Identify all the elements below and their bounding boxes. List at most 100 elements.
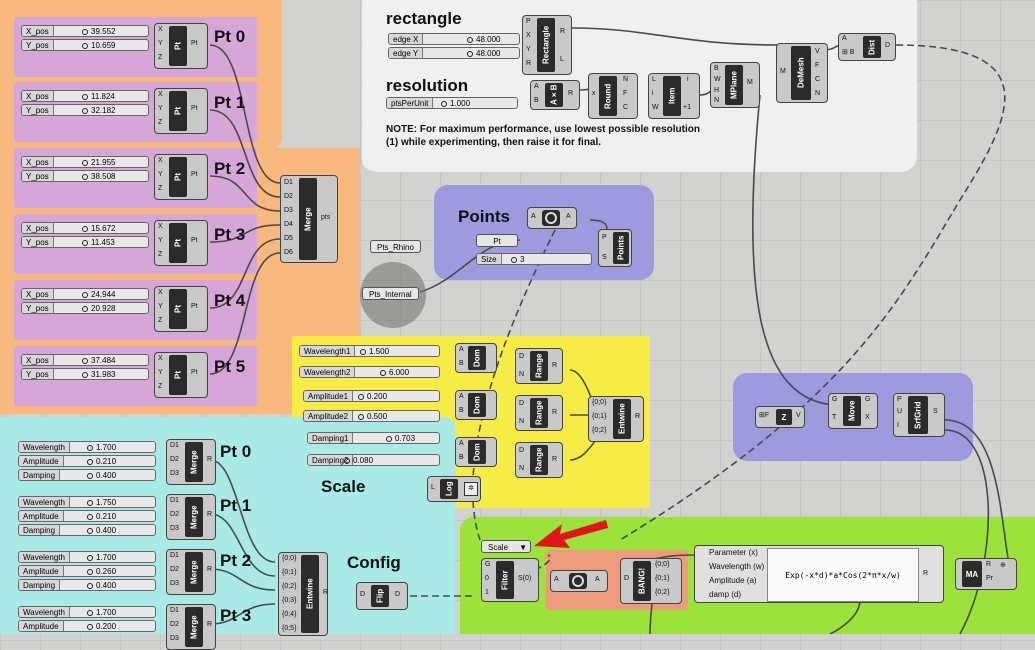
pin-i-out[interactable]: i: [687, 76, 689, 83]
pin-v[interactable]: V: [815, 48, 820, 55]
pin-b[interactable]: B: [459, 407, 464, 414]
pin-d3[interactable]: D3: [170, 635, 179, 642]
pin-v-out[interactable]: V: [796, 412, 801, 419]
pin-d1[interactable]: D1: [170, 442, 179, 449]
pin-r-out[interactable]: R: [323, 589, 329, 596]
relay-component-2[interactable]: A A: [550, 570, 608, 592]
pin-d1[interactable]: D1: [170, 497, 179, 504]
pin-x-out[interactable]: X: [865, 414, 870, 421]
pin-d[interactable]: D: [519, 400, 525, 407]
filter-component[interactable]: G 0 1 Filter S(0): [481, 558, 539, 602]
pin-y[interactable]: Y: [526, 46, 531, 53]
pin-00-out[interactable]: {0;0}: [655, 561, 670, 568]
pin-01[interactable]: {0;1}: [592, 413, 607, 420]
pin-b[interactable]: ⊞ B: [842, 49, 855, 56]
demesh-component[interactable]: M DeMesh V F C N: [776, 43, 828, 103]
pin-h[interactable]: H: [714, 87, 720, 94]
pin-b[interactable]: B: [459, 360, 464, 367]
pin-plus1-out[interactable]: +1: [683, 104, 691, 111]
pin-d[interactable]: D: [519, 447, 525, 454]
pin-05[interactable]: {0;5}: [282, 625, 297, 632]
pin-00[interactable]: {0;0}: [592, 399, 607, 406]
points-component[interactable]: P S Points: [598, 229, 632, 267]
pin-n[interactable]: N: [519, 418, 525, 425]
dom-component-1[interactable]: A B Dom: [455, 343, 497, 373]
pin-z[interactable]: Z: [158, 54, 163, 61]
pin-r-out[interactable]: R: [207, 456, 213, 463]
pin-r-out[interactable]: R: [552, 456, 558, 463]
pin-b[interactable]: B: [714, 65, 719, 72]
pin-pt-out[interactable]: Pt: [191, 105, 198, 112]
pin-x[interactable]: X: [158, 91, 163, 98]
pin-u[interactable]: U: [897, 408, 903, 415]
pin-c[interactable]: C: [815, 76, 821, 83]
pin-d-out[interactable]: D: [395, 591, 401, 598]
pin-01-out[interactable]: {0;1}: [655, 575, 670, 582]
pin-w[interactable]: W: [652, 104, 659, 111]
pin-a[interactable]: A: [842, 35, 847, 42]
pin-r-out[interactable]: R: [923, 570, 929, 577]
log-component[interactable]: L Log ✲: [427, 476, 481, 502]
merge-pin-d4[interactable]: D4: [284, 221, 293, 228]
pin-x[interactable]: X: [158, 157, 163, 164]
pin-x[interactable]: X: [526, 32, 531, 39]
mplane-component[interactable]: B W H N MPlane M: [710, 62, 760, 108]
pin-z[interactable]: Z: [158, 383, 163, 390]
merge-component[interactable]: D1 D2 D3 D4 D5 D6 Merge pts: [280, 175, 338, 263]
pin-p[interactable]: P: [602, 234, 607, 241]
pin-r-out[interactable]: R: [207, 621, 213, 628]
pin-c[interactable]: C: [623, 104, 629, 111]
flip-component[interactable]: D Flip D: [356, 582, 408, 610]
pin-i[interactable]: i: [652, 90, 654, 97]
pin-r-out[interactable]: R: [552, 362, 558, 369]
pin-r-out[interactable]: R: [207, 511, 213, 518]
pin-1[interactable]: 1: [485, 589, 489, 596]
download-icon[interactable]: ⊕: [1000, 562, 1006, 569]
item-component[interactable]: L i W Item i +1: [648, 73, 700, 119]
pin-pt-out[interactable]: Pt: [191, 237, 198, 244]
pin-n[interactable]: N: [815, 90, 821, 97]
merge-pin-d6[interactable]: D6: [284, 249, 293, 256]
pin-i[interactable]: I: [897, 422, 899, 429]
pin-t[interactable]: T: [832, 414, 837, 421]
round-component[interactable]: x Round N F C: [588, 73, 638, 119]
pin-r[interactable]: R: [986, 561, 992, 568]
pin-a[interactable]: A: [459, 346, 464, 353]
pin-d-out[interactable]: D: [885, 42, 891, 49]
pin-w[interactable]: W: [714, 76, 721, 83]
pin-r-out[interactable]: R: [560, 28, 566, 35]
pin-a[interactable]: A: [459, 393, 464, 400]
pin-r-out[interactable]: R: [552, 409, 558, 416]
pin-b[interactable]: B: [459, 454, 464, 461]
pin-d2[interactable]: D2: [170, 456, 179, 463]
rectangle-component[interactable]: P X Y R Rectangle R L: [522, 15, 572, 75]
pin-n[interactable]: N: [519, 371, 525, 378]
expression-component[interactable]: Parameter (x) Wavelength (w) Amplitude (…: [694, 545, 944, 603]
merge-pin-d2[interactable]: D2: [284, 193, 293, 200]
param-pts-internal[interactable]: Pts_Internal: [362, 287, 419, 300]
pin-l-out[interactable]: L: [560, 56, 564, 63]
range-component-3[interactable]: D N Range R: [515, 442, 563, 478]
pin-d3[interactable]: D3: [170, 580, 179, 587]
merge-pin-d1[interactable]: D1: [284, 179, 293, 186]
z-component[interactable]: ⊞F Z V: [755, 406, 805, 428]
pin-x[interactable]: X: [158, 355, 163, 362]
pin-0[interactable]: 0: [485, 575, 489, 582]
pin-m-out[interactable]: M: [747, 79, 753, 86]
pin-d[interactable]: D: [360, 591, 366, 598]
pin-f[interactable]: F: [815, 62, 820, 69]
pin-pt-out[interactable]: Pt: [191, 171, 198, 178]
pin-pr[interactable]: Pr: [986, 575, 993, 582]
entwine-component-config[interactable]: {0;0} {0;1} {0;2} {0;3} {0;4} {0;5} Entw…: [278, 552, 328, 636]
pin-n[interactable]: N: [519, 465, 525, 472]
